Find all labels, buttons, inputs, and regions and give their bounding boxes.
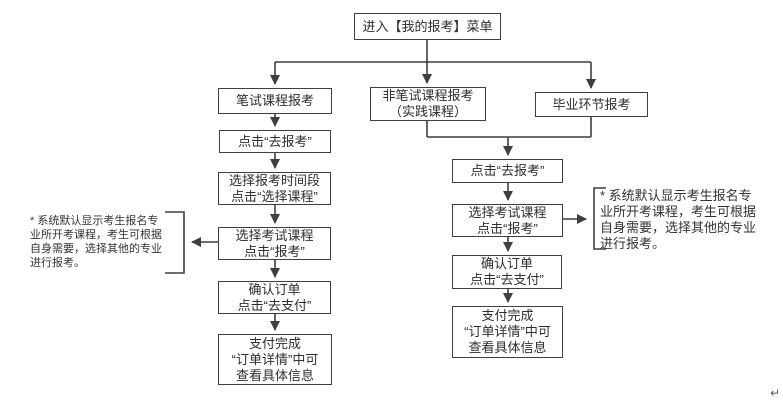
node-right-payment-complete: 支付完成 “订单详情”中可 查看具体信息 [452,306,563,358]
node-nonwritten-course-registration: 非笔试课程报考 （实践课程） [370,87,486,121]
note-left-default-major-courses: * 系统默认显示考生报名专 业所开考课程，考生可根据 自身需要，选择其他的专业 … [30,215,162,269]
paragraph-return-mark: ↵ [770,386,781,400]
node-left-payment-complete: 支付完成 “订单详情”中可 查看具体信息 [218,334,332,385]
node-written-course-registration: 笔试课程报考 [218,88,332,114]
node-left-select-time-period: 选择报考时间段 点击“选择课程” [218,172,331,205]
node-enter-my-registration-menu: 进入【我的报考】菜单 [354,13,501,40]
node-right-select-exam-course: 选择考试课程 点击“报考” [452,204,563,237]
node-left-click-go-register: 点击“去报考” [219,130,331,153]
node-left-confirm-order: 确认订单 点击“去支付” [218,281,331,314]
node-graduation-registration: 毕业环节报考 [535,92,648,117]
node-right-confirm-order: 确认订单 点击“去支付” [452,255,562,289]
node-right-click-go-register: 点击“去报考” [452,159,563,183]
note-right-default-major-courses: * 系统默认显示考生报名专 业所开考课程，考生可根据 自身需要，选择其他的专业 … [600,188,757,251]
node-left-select-exam-course: 选择考试课程 点击“报考” [218,227,331,260]
